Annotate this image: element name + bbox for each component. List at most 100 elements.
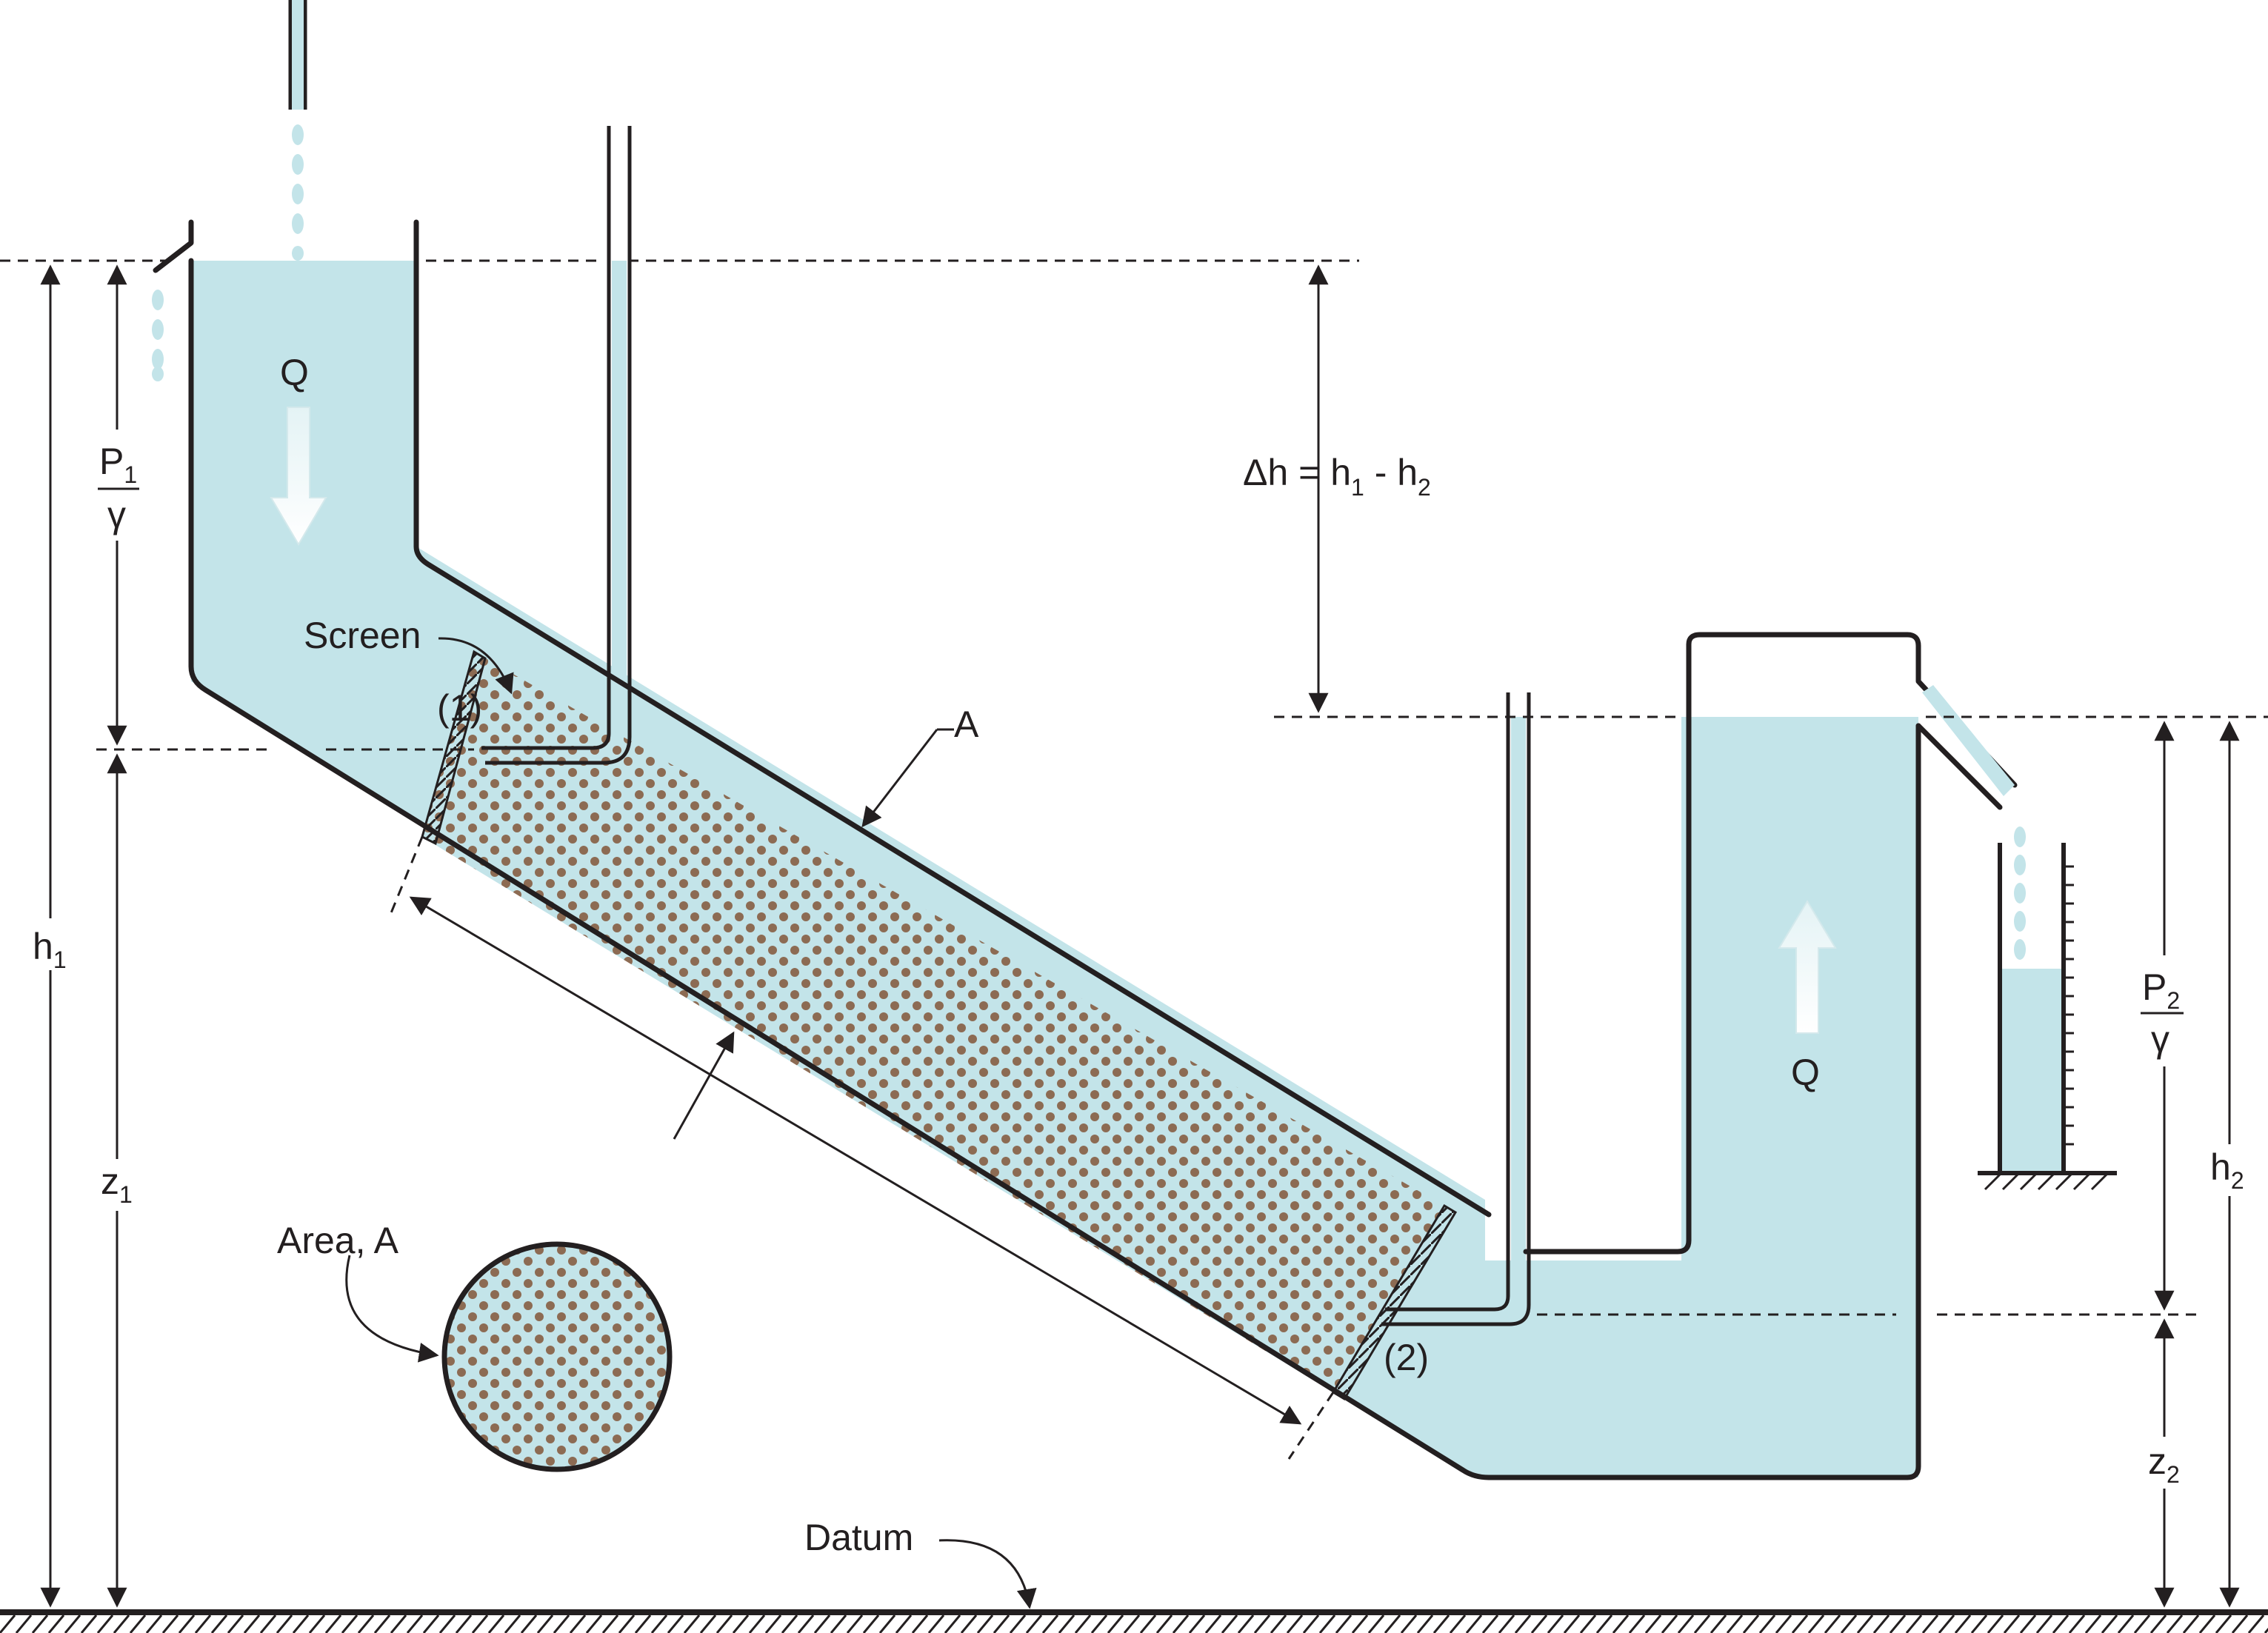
ground-hatch-mark (2019, 1614, 2037, 1633)
ground-hatch-mark (1253, 1614, 1271, 1633)
ground-hatch-mark (650, 1614, 668, 1633)
ground-hatch-mark (1775, 1614, 1792, 1633)
ground-hatch-mark (2166, 1614, 2184, 1633)
reference-lines (0, 259, 2268, 1460)
point-1-label: (1) (437, 687, 482, 729)
ground-hatch-mark (2101, 1614, 2118, 1633)
ground-hatch-mark (1367, 1614, 1385, 1633)
ground-hatch-mark (1921, 1614, 1939, 1633)
ground-hatch-mark (569, 1614, 587, 1633)
ground-hatch-mark (161, 1614, 179, 1633)
ground-hatch-mark (2247, 1614, 2265, 1633)
ground-hatch-mark (2149, 1614, 2167, 1633)
svg-text:P2: P2 (2142, 966, 2180, 1014)
ground-hatch-mark (80, 1614, 98, 1633)
ground-hatch-mark (194, 1614, 212, 1633)
piezometer-1 (481, 126, 632, 765)
ground-hatch-mark (1595, 1614, 1613, 1633)
flow-in-label: Q (280, 352, 309, 393)
ground-hatch-mark (1514, 1614, 1532, 1633)
ground-hatch-mark (846, 1614, 864, 1633)
ground-hatch-mark (2182, 1614, 2200, 1633)
left-overflow-spout (153, 241, 193, 273)
ground-hatch-mark (243, 1614, 261, 1633)
ground-hatch-mark (1644, 1614, 1662, 1633)
p2-over-gamma-label: P2 γ (2139, 955, 2188, 1066)
ground-hatch-mark (830, 1614, 847, 1633)
ground-hatch-mark (2264, 1627, 2268, 1633)
ground-hatch-mark (960, 1614, 978, 1633)
ground-hatch-mark (390, 1614, 407, 1633)
ground-hatch-mark (2231, 1614, 2249, 1633)
ground-hatch-mark (1970, 1614, 1988, 1633)
ground-hatch-mark (1840, 1614, 1858, 1633)
ground-hatch-mark (1335, 1614, 1353, 1633)
ground-hatch-mark (813, 1614, 831, 1633)
ground-hatch-mark (1449, 1614, 1467, 1633)
ground-hatch-mark (455, 1614, 473, 1633)
ground-hatch-mark (2117, 1614, 2135, 1633)
ground-hatch-mark (1351, 1614, 1369, 1633)
ground-hatch-mark (1481, 1614, 1499, 1633)
ground-hatch-mark (797, 1614, 815, 1633)
ground-hatch-mark (1465, 1614, 1483, 1633)
ground-hatch-mark (683, 1614, 701, 1633)
ground-hatch-mark (1025, 1614, 1043, 1633)
svg-text:h1: h1 (33, 926, 67, 973)
ground-hatch-mark (2068, 1614, 2086, 1633)
ground-hatch-mark (1074, 1614, 1092, 1633)
ground-hatch-mark (1563, 1614, 1581, 1633)
ground-hatch-mark (993, 1614, 1010, 1633)
water (191, 261, 1918, 1477)
ground-hatch-mark (895, 1614, 913, 1633)
piezometer-1-water (612, 261, 627, 726)
area-cross-section (441, 1241, 673, 1472)
ground-hatch-mark (422, 1614, 440, 1633)
ground-hatch-mark (634, 1614, 652, 1633)
ground-hatch-mark (1791, 1614, 1809, 1633)
ground-hatch-mark (1498, 1614, 1515, 1633)
labels: Q Q Screen (1) (2) A Area, A Datum Δh = … (30, 352, 2252, 1558)
inlet-pipe (288, 0, 307, 110)
ground-hatch-mark (1172, 1614, 1190, 1633)
ground-hatch-mark (438, 1614, 456, 1633)
ground-hatch-mark (178, 1614, 196, 1633)
ground-hatch-mark (1009, 1614, 1027, 1633)
ground-hatch-mark (1221, 1614, 1238, 1633)
piezometer-2 (1381, 692, 1531, 1326)
ground-hatch-mark (64, 1614, 81, 1633)
ground-hatch-mark (1432, 1614, 1450, 1633)
ground-hatch-mark (341, 1614, 358, 1633)
area-leader (345, 1255, 439, 1363)
ground-hatch-mark (129, 1614, 147, 1633)
ground-hatch-mark (1107, 1614, 1124, 1633)
ground-hatch-mark (618, 1614, 636, 1633)
screen-leader (438, 637, 514, 695)
ground-hatch-mark (1139, 1614, 1157, 1633)
area-label: Area, A (277, 1220, 399, 1261)
ground-hatch-mark (1954, 1614, 1972, 1633)
apparatus-outline (153, 219, 2018, 1480)
point-2-label: (2) (1384, 1337, 1429, 1378)
ground-hatch-mark (1416, 1614, 1434, 1633)
ground-hatch-mark (732, 1614, 750, 1633)
screen-1 (421, 649, 487, 846)
ground-hatch-mark (944, 1614, 961, 1633)
ground-hatch-mark (1726, 1614, 1744, 1633)
ground-hatch-mark (878, 1614, 896, 1633)
ground-hatch-mark (1302, 1614, 1320, 1633)
right-chamber-water (1691, 717, 1918, 1477)
ground-hatch-mark (911, 1614, 929, 1633)
p1-over-gamma-label: P1 γ (93, 430, 142, 541)
ground-hatch-mark (1938, 1614, 1955, 1633)
ground-hatch-mark (1742, 1614, 1760, 1633)
ground-hatch-mark (1270, 1614, 1287, 1633)
ground-hatch-mark (1905, 1614, 1923, 1633)
piezometer-2-water (1511, 717, 1526, 1302)
ground-hatch-mark (1889, 1614, 1907, 1633)
ground-hatch-mark (748, 1614, 766, 1633)
left-reservoir-water (191, 261, 1918, 1477)
ground-hatch-mark (15, 1614, 33, 1633)
svg-text:γ: γ (2151, 1018, 2169, 1060)
